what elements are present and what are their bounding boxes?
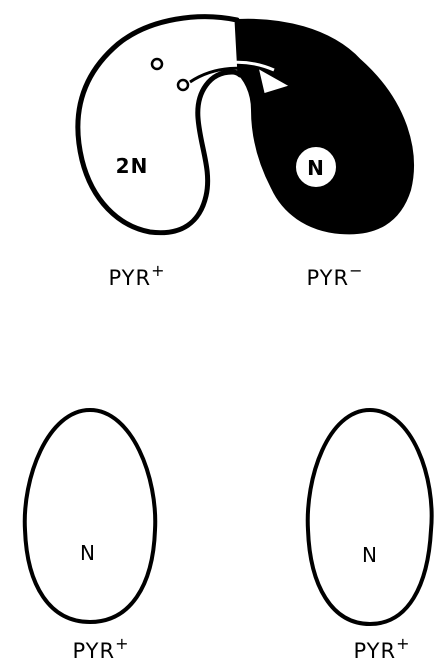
daughter-cell-left: N [25,410,155,622]
small-granule-1 [152,59,162,69]
pyr-minus-lobe [232,20,413,234]
cell-outline-right [308,410,432,624]
pyr-plus-label-bottom-left: PYR+ [72,634,129,662]
small-granule-2 [178,80,188,90]
daughter-cell-right: N [308,410,432,624]
pyr-plus-label-top: PYR+ [108,261,165,290]
nucleus-label-left: N [80,541,96,565]
diploid-nucleus-label: 2N [116,154,149,178]
pyr-minus-label-top: PYR− [306,261,363,290]
cell-outline-left [25,410,155,622]
pyr-plus-lobe [78,17,240,233]
nucleus-label-right: N [362,543,378,567]
haploid-nucleus-label: N [307,156,325,180]
pyr-plus-label-bottom-right: PYR+ [353,634,410,662]
dividing-cell: 2N N [78,17,413,234]
